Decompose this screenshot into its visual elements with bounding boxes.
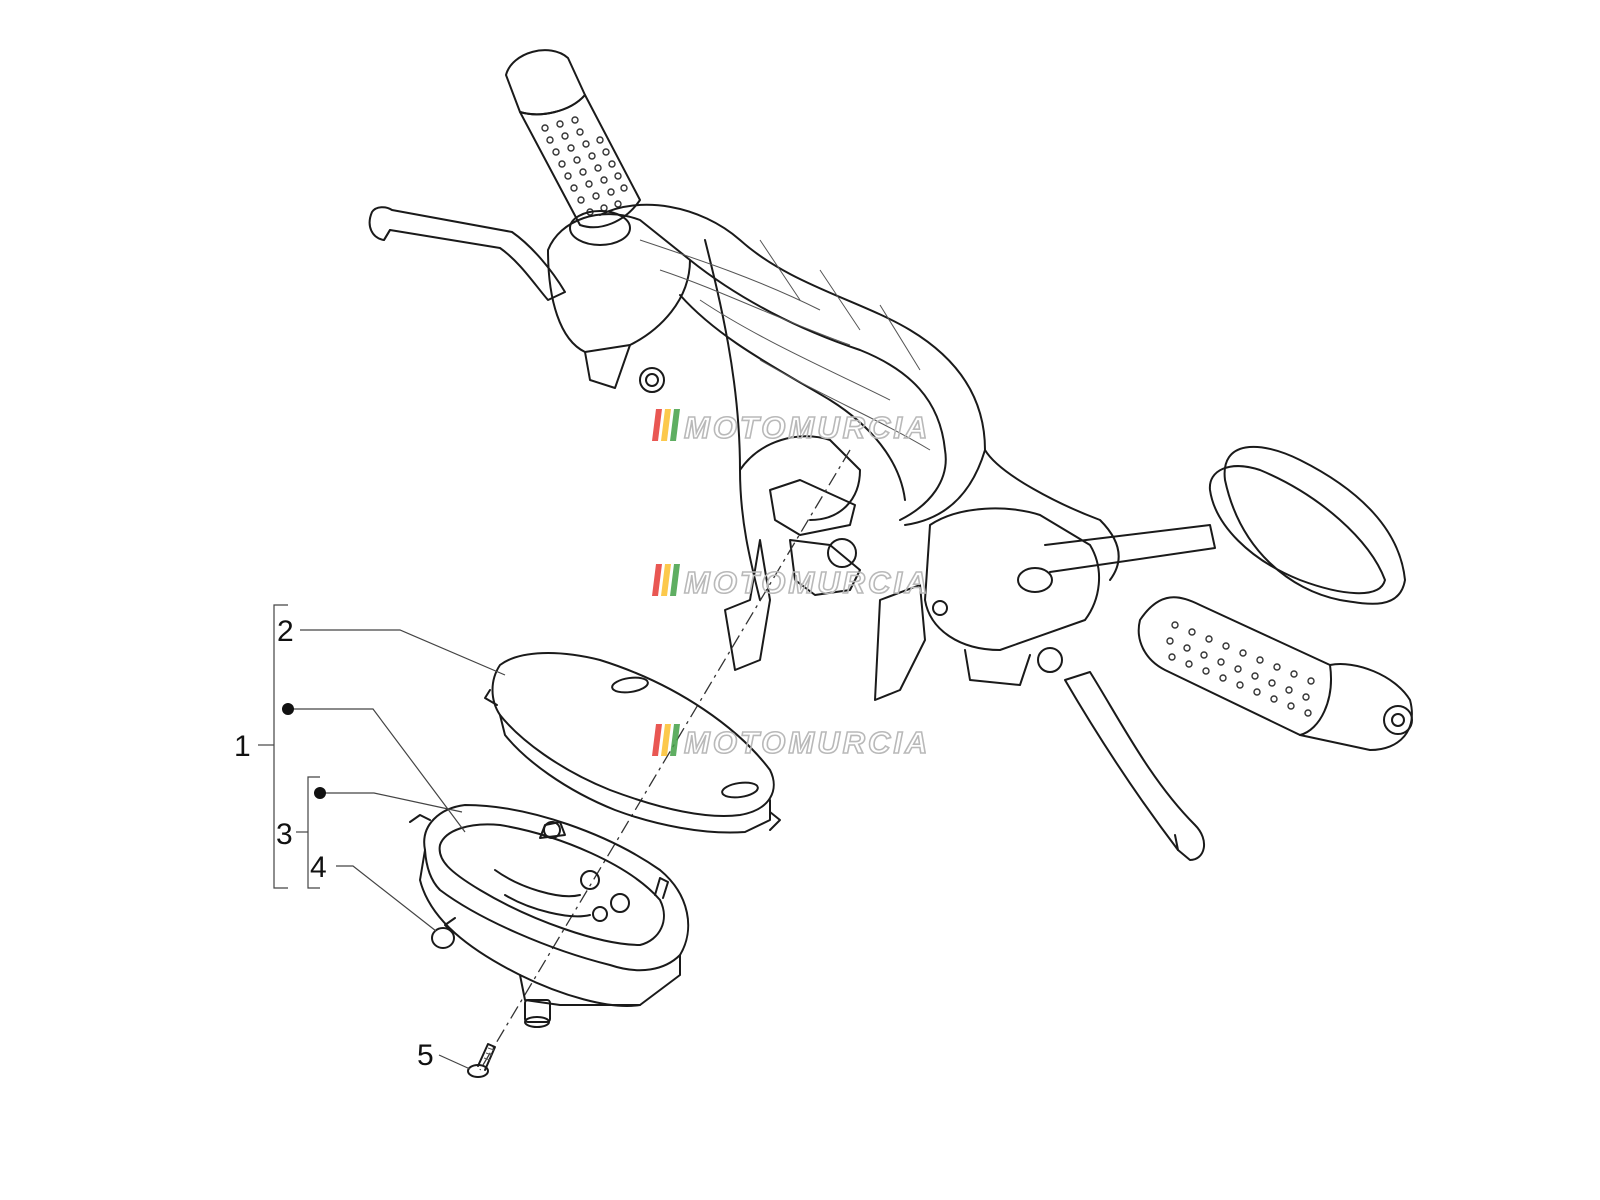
left-switch-housing [547,210,691,393]
right-mirror [1017,445,1406,605]
callout-label-1: 1 [234,730,251,763]
handlebar-cover [599,203,1120,601]
rubber-plug [431,927,455,949]
bullet-marker-2 [314,787,326,799]
center-bracket [724,479,926,701]
leader-lines [282,629,506,1070]
screw [467,1043,496,1078]
right-switch-housing [924,507,1101,686]
watermark-text: MOTOMURCIA [684,410,930,445]
watermark-logo-1: MOTOMURCIA [652,409,930,446]
callout-label-5: 5 [417,1039,434,1072]
watermark-stripe [670,564,680,596]
watermark-stripe [661,409,671,441]
watermark-stripe [670,409,680,441]
watermark-logo-2: MOTOMURCIA [652,564,930,601]
watermark-text: MOTOMURCIA [684,565,930,600]
callout-label-3: 3 [276,818,293,851]
watermark-stripe [652,564,662,596]
watermark-text: MOTOMURCIA [684,725,930,760]
handlebar-assembly [368,49,1413,861]
watermark-stripe [661,724,671,756]
callout-label-2: 2 [277,615,294,648]
watermark-stripe [661,564,671,596]
watermark-stripe [670,724,680,756]
left-grip [505,49,641,229]
assembly-axis [479,449,851,1071]
watermark-logo-3: MOTOMURCIA [652,724,930,761]
left-brake-lever [368,206,566,301]
instrument-cluster [409,804,690,1028]
callout-label-4: 4 [310,851,327,884]
right-brake-lever [1064,671,1205,861]
instrument-cover [484,652,781,834]
watermark-stripe [652,409,662,441]
watermark-stripe [652,724,662,756]
right-grip [1137,596,1413,751]
bullet-marker-1 [282,703,294,715]
callout-brackets [258,604,320,889]
